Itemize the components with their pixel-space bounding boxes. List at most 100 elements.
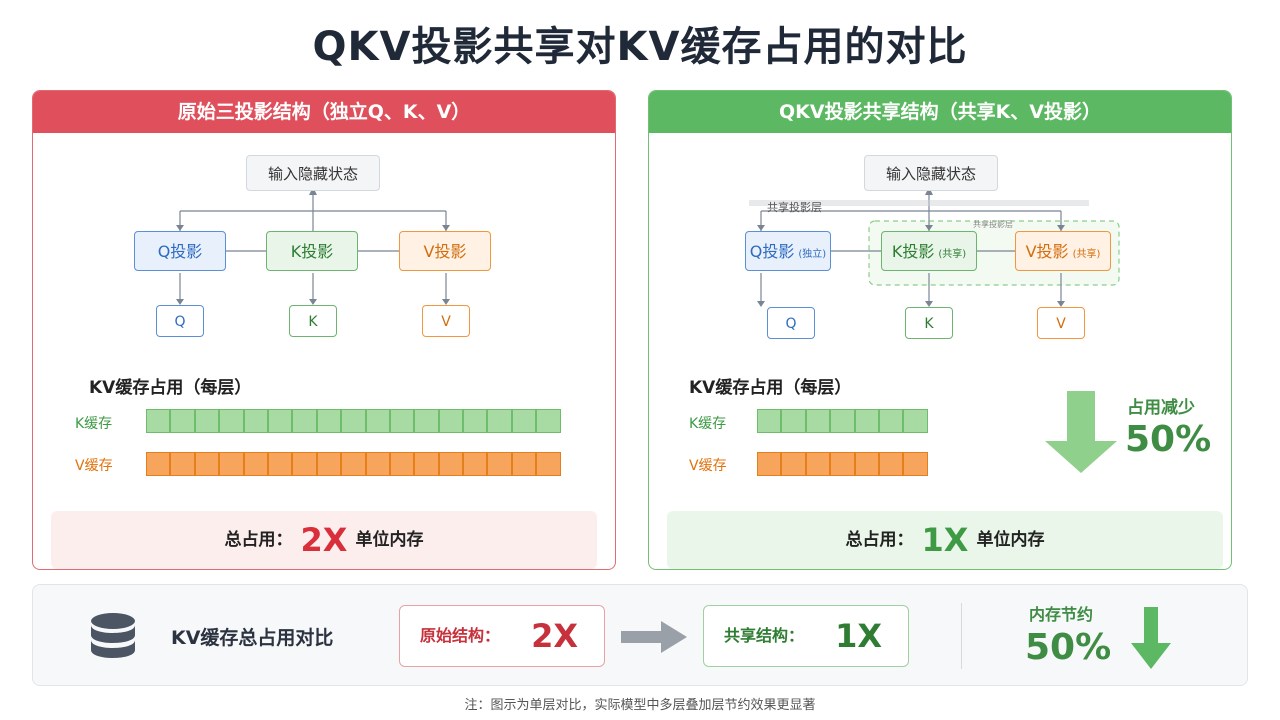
cache-cell — [536, 452, 561, 476]
cache-cell — [292, 452, 317, 476]
total-value: 2X — [300, 521, 348, 559]
memory-saving-label: 内存节约 — [1029, 605, 1094, 624]
cache-cell — [854, 409, 879, 433]
k-cache-bar — [757, 409, 928, 433]
shared-structure-box: 共享结构： 1X — [703, 605, 909, 667]
v-projection-node: V投影 — [399, 231, 491, 271]
cache-cell — [463, 409, 488, 433]
cache-cell — [365, 452, 390, 476]
q-output-node: Q — [156, 305, 204, 337]
total-prefix: 总占用： — [224, 530, 293, 550]
v-proj-label: V投影 — [1025, 242, 1069, 261]
v-output-node: V — [1037, 307, 1085, 339]
cache-cell — [414, 409, 439, 433]
cache-cell — [341, 452, 366, 476]
q-output-node: Q — [767, 307, 815, 339]
original-value: 2X — [531, 617, 578, 655]
total-suffix: 单位内存 — [355, 530, 424, 550]
database-icon — [91, 613, 135, 658]
q-proj-label: Q投影 — [749, 242, 795, 261]
total-prefix: 总占用： — [845, 530, 914, 550]
cache-cell — [878, 452, 904, 476]
v-cache-label: V缓存 — [75, 458, 113, 474]
reduction-value: 50% — [1125, 419, 1212, 460]
cache-cell — [170, 452, 195, 476]
page-title: QKV投影共享对KV缓存占用的对比 — [312, 24, 968, 70]
cache-cell — [341, 409, 366, 433]
cache-usage-title: KV缓存占用（每层） — [89, 378, 252, 398]
cache-cell — [511, 409, 537, 433]
k-output-node: K — [905, 307, 953, 339]
shared-layer-label: 共享投影层 — [767, 201, 822, 214]
cache-cell — [463, 452, 488, 476]
cache-cell — [438, 409, 464, 433]
cache-cell — [536, 409, 561, 433]
footnote: 注：图示为单层对比，实际模型中多层叠加层节约效果更显著 — [464, 698, 816, 713]
total-suffix: 单位内存 — [976, 530, 1045, 550]
cache-cell — [830, 409, 855, 433]
cache-cell — [267, 452, 293, 476]
cache-cell — [903, 409, 928, 433]
input-hidden-state-node: 输入隐藏状态 — [864, 155, 998, 191]
v-cache-bar — [757, 452, 928, 476]
shared-structure-panel: QKV投影共享结构（共享K、V投影） 共享投影层 共享投影层 输入 — [648, 90, 1232, 570]
cache-cell — [170, 409, 195, 433]
cache-cell — [805, 409, 831, 433]
cache-cell — [316, 452, 342, 476]
cache-cell — [365, 409, 390, 433]
v-output-node: V — [422, 305, 470, 337]
cache-cell — [243, 409, 268, 433]
original-structure-box: 原始结构： 2X — [399, 605, 605, 667]
k-proj-label: K投影 — [891, 242, 935, 261]
original-structure-panel: 原始三投影结构（独立Q、K、V） 输入隐藏状态 Q投影 K投影 V投影 Q K … — [32, 90, 616, 570]
shared-small-label: 共享投影层 — [973, 220, 1013, 229]
cache-cell — [757, 452, 782, 476]
cache-cell — [487, 452, 512, 476]
shared-value: 1X — [835, 617, 882, 655]
v-proj-note: (共享) — [1072, 249, 1101, 260]
q-proj-note: (独立) — [798, 249, 827, 260]
shared-panel-header: QKV投影共享结构（共享K、V投影） — [649, 91, 1231, 133]
k-projection-node: K投影(共享) — [881, 231, 977, 271]
cache-cell — [903, 452, 928, 476]
comparison-title: KV缓存总占用对比 — [171, 627, 334, 649]
arrow-down-icon — [1131, 607, 1171, 669]
cache-cell — [243, 452, 268, 476]
k-output-node: K — [289, 305, 337, 337]
q-projection-node: Q投影 — [134, 231, 226, 271]
cache-cell — [805, 452, 831, 476]
arrow-right-icon — [621, 621, 687, 653]
cache-cell — [267, 409, 293, 433]
total-comparison-bar: KV缓存总占用对比 原始结构： 2X 共享结构： 1X 内存节约 50% — [32, 584, 1248, 686]
input-hidden-state-node: 输入隐藏状态 — [246, 155, 380, 191]
original-connector-lines — [176, 187, 450, 305]
cache-cell — [194, 409, 220, 433]
shared-total-usage: 总占用： 1X 单位内存 — [667, 511, 1223, 569]
cache-cell — [146, 452, 171, 476]
total-value: 1X — [921, 521, 969, 559]
shared-label: 共享结构： — [724, 626, 805, 645]
cache-cell — [487, 409, 512, 433]
cache-cell — [389, 409, 415, 433]
k-cache-bar — [146, 409, 561, 433]
cache-cell — [316, 409, 342, 433]
divider — [961, 603, 962, 669]
cache-cell — [292, 409, 317, 433]
cache-cell — [511, 452, 537, 476]
cache-cell — [219, 409, 244, 433]
cache-usage-title: KV缓存占用（每层） — [689, 378, 852, 398]
cache-cell — [878, 409, 904, 433]
v-projection-node: V投影(共享) — [1015, 231, 1111, 271]
cache-cell — [781, 452, 806, 476]
k-proj-note: (共享) — [938, 249, 967, 260]
reduction-label: 占用减少 — [1127, 398, 1195, 418]
original-total-usage: 总占用： 2X 单位内存 — [51, 511, 597, 569]
cache-cell — [830, 452, 855, 476]
q-projection-node: Q投影(独立) — [745, 231, 831, 271]
memory-saving-value: 50% — [1025, 627, 1112, 668]
cache-cell — [146, 409, 171, 433]
cache-cell — [194, 452, 220, 476]
original-label: 原始结构： — [420, 626, 501, 645]
cache-cell — [854, 452, 879, 476]
original-panel-header: 原始三投影结构（独立Q、K、V） — [33, 91, 615, 133]
